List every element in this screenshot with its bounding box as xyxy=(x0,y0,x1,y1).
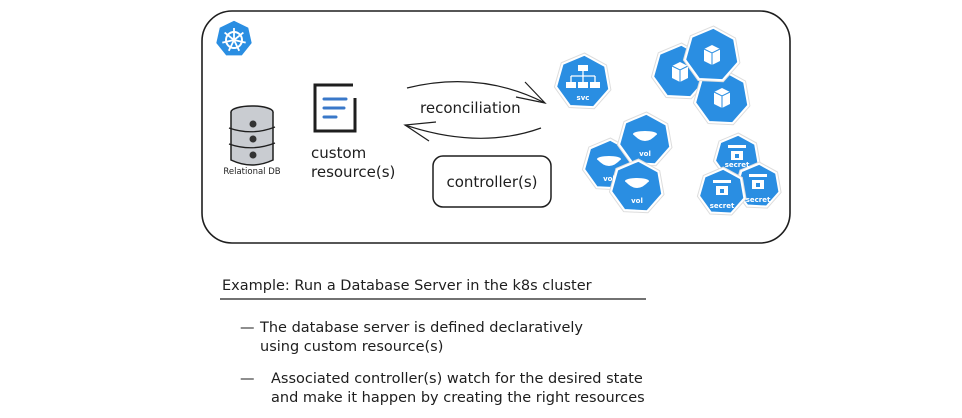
pod-cube-icon xyxy=(692,68,751,126)
volume-icon xyxy=(616,111,673,167)
resource-label: secret xyxy=(710,202,735,210)
note-title: Example: Run a Database Server in the k8… xyxy=(222,278,592,294)
bullet-2-line1: Associated controller(s) watch for the d… xyxy=(271,371,643,387)
service-icon xyxy=(553,52,612,110)
bullet-1-line2: using custom resource(s) xyxy=(260,339,443,355)
reconciliation-arrow-left xyxy=(403,121,542,142)
secret-icon xyxy=(696,166,747,216)
volume-icon xyxy=(608,158,665,214)
controller-box xyxy=(432,155,552,208)
custom-resource-label-line2: resource(s) xyxy=(311,163,395,181)
bullet-marker: — xyxy=(240,320,255,336)
pod-cube-icon xyxy=(682,25,741,83)
database-label: Relational DB xyxy=(223,167,280,177)
kubernetes-resources xyxy=(553,25,782,216)
reconciliation-arrow-right xyxy=(406,81,547,104)
database-icon xyxy=(228,105,276,166)
reconciliation-label: reconciliation xyxy=(420,99,521,117)
controller-label: controller(s) xyxy=(446,173,537,191)
bullet-2-line2: and make it happen by creating the right… xyxy=(271,390,645,406)
resource-labels: svc vol vol vol secret secret secret xyxy=(577,94,771,210)
resource-label: secret xyxy=(725,161,750,169)
resource-label: svc xyxy=(577,94,590,102)
document-icon xyxy=(313,83,357,133)
resource-label: vol xyxy=(603,175,615,183)
kubernetes-logo-icon xyxy=(214,19,254,57)
bullet-1-line1: The database server is defined declarati… xyxy=(259,320,583,336)
bullet-marker: — xyxy=(240,371,255,387)
resource-label: vol xyxy=(639,150,651,158)
resource-label: vol xyxy=(631,197,643,205)
resource-label: secret xyxy=(746,196,771,204)
custom-resource-label-line1: custom xyxy=(311,144,366,162)
cluster-boundary xyxy=(201,10,791,244)
